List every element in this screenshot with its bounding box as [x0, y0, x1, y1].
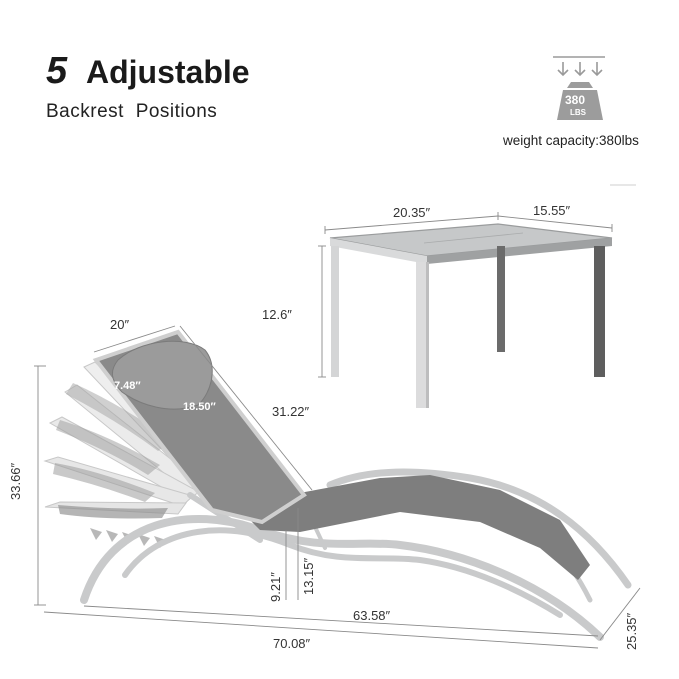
- seat-height-low-label: 9.21″: [268, 572, 283, 602]
- pillow-depth-label: 7.48″: [114, 380, 141, 392]
- backrest-length-label: 31.22″: [272, 404, 310, 419]
- weight-badge: [557, 82, 603, 120]
- headrest-pillow: [112, 340, 213, 410]
- total-length-label: 70.08″: [273, 636, 311, 651]
- table-length-label: 20.35″: [393, 205, 431, 220]
- weight-badge-unit: LBS: [570, 108, 586, 117]
- inner-length-label: 63.58″: [353, 608, 391, 623]
- lounger-dimension-lines: [34, 325, 641, 649]
- lounger-width-label: 25.35″: [624, 612, 639, 650]
- headline-word: Adjustable: [86, 54, 250, 90]
- headrest-width-label: 20″: [110, 317, 130, 332]
- pillow-width-label: 18.50″: [183, 401, 216, 413]
- weight-capacity-label: weight capacity:380lbs: [503, 133, 639, 148]
- side-table: [329, 223, 613, 408]
- table-dimension-lines: [318, 212, 613, 378]
- weight-icon: [553, 56, 605, 77]
- seat-sling: [235, 475, 590, 580]
- back-height-label: 33.66″: [8, 462, 23, 500]
- table-width-label: 15.55″: [533, 203, 571, 218]
- seat-height-high-label: 13.15″: [301, 557, 316, 595]
- subheadline: Backrest Positions: [46, 101, 218, 122]
- weight-badge-value: 380: [565, 93, 586, 107]
- headline-number: 5: [46, 50, 68, 92]
- table-height-label: 12.6″: [262, 307, 292, 322]
